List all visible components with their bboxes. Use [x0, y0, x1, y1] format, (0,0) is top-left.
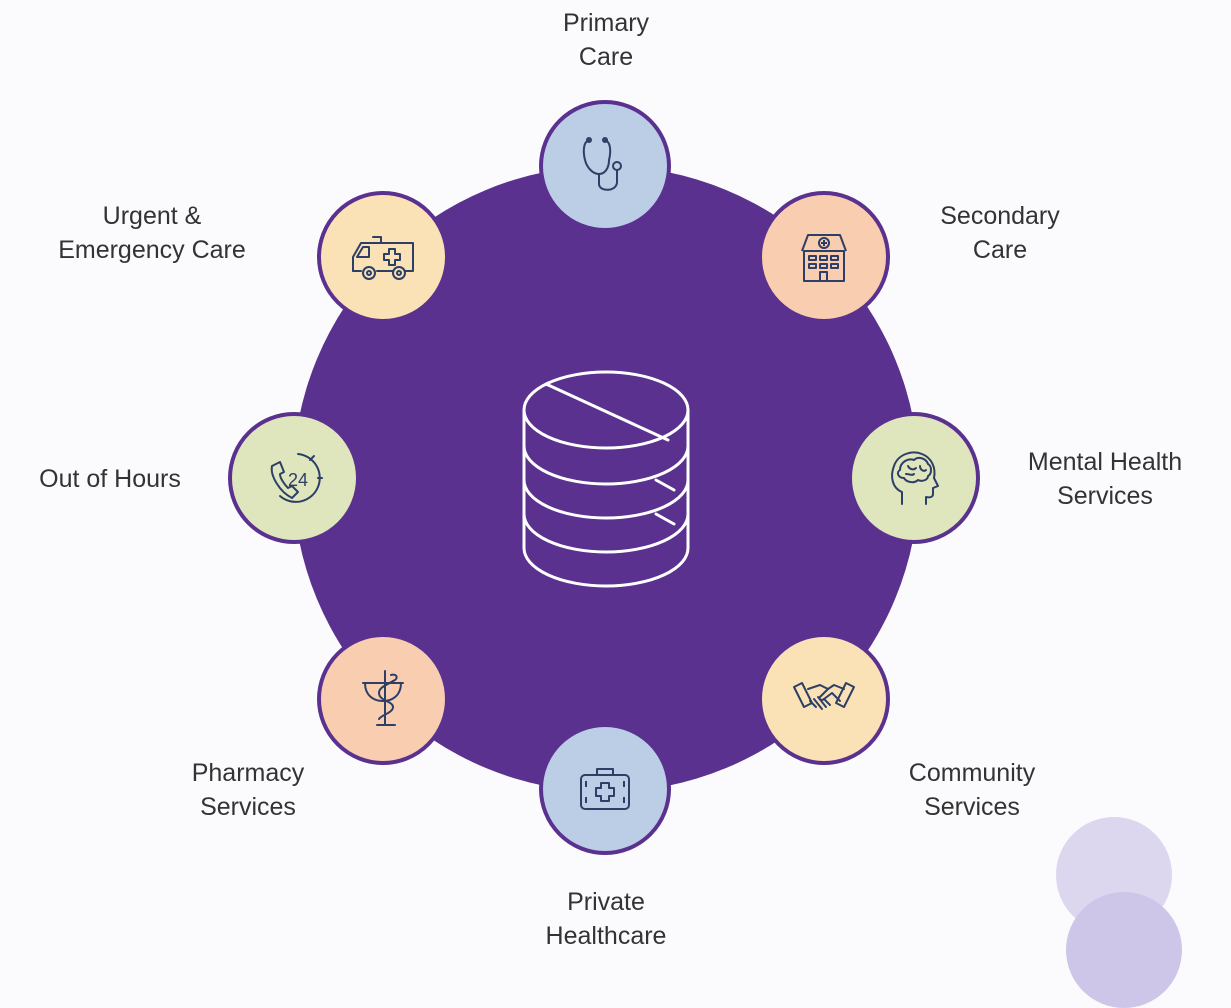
medical-kit-icon [580, 768, 630, 810]
phone-24-icon: 24 [270, 453, 323, 503]
label-out-of-hours: Out of Hours [39, 465, 181, 493]
label-pharmacy-services: Pharmacy Services [191, 759, 305, 821]
ambulance-icon [352, 236, 414, 280]
hospital-icon [801, 234, 847, 282]
node-primary-care[interactable] [539, 100, 671, 232]
node-urgent-emergency-care[interactable] [317, 191, 449, 323]
node-mental-health-services[interactable] [848, 412, 980, 544]
label-community-services: Community Services [908, 759, 1036, 821]
label-mental-health-services: Mental Health Services [1027, 448, 1183, 510]
label-primary-care: Primary Care [562, 9, 650, 71]
svg-text:24: 24 [288, 470, 308, 490]
node-out-of-hours[interactable]: 24 [228, 412, 360, 544]
label-secondary-care: Secondary Care [940, 202, 1060, 264]
node-pharmacy-services[interactable] [317, 633, 449, 765]
node-community-services[interactable] [758, 633, 890, 765]
care-services-diagram: 24 Primary Care Secondary Care Mental He… [39, 9, 1183, 1008]
decorative-circle [1066, 892, 1182, 1008]
stethoscope-icon [582, 137, 622, 191]
label-urgent-emergency-care: Urgent & Emergency Care [58, 202, 246, 264]
brain-head-icon [891, 451, 939, 505]
handshake-icon [793, 682, 855, 710]
database-icon [522, 370, 690, 588]
label-private-healthcare: Private Healthcare [545, 888, 667, 950]
node-secondary-care[interactable] [758, 191, 890, 323]
node-private-healthcare[interactable] [539, 723, 671, 855]
pharmacy-bowl-icon [362, 670, 404, 726]
